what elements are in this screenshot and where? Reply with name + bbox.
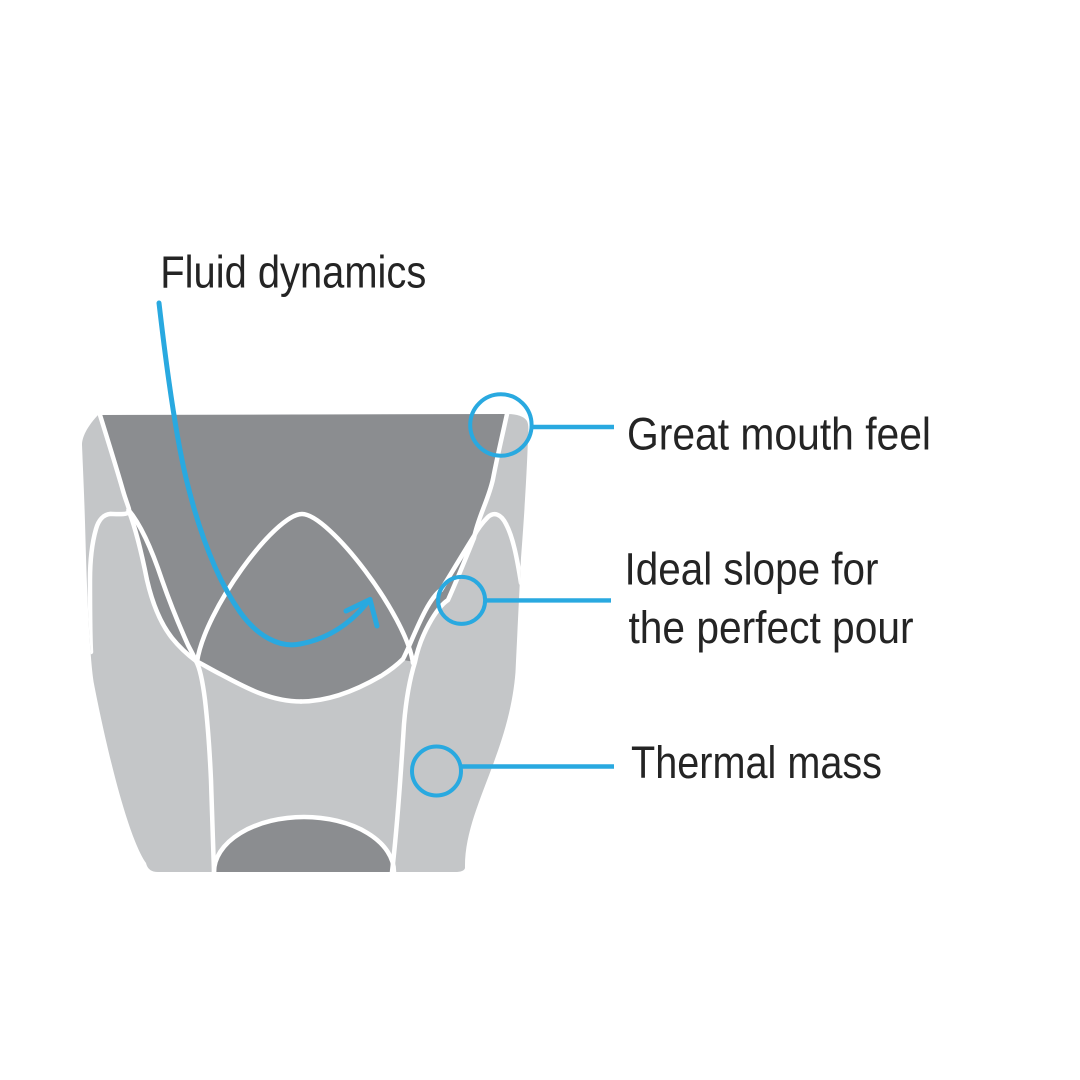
svg-text:the perfect pour: the perfect pour	[629, 602, 914, 653]
svg-text:Thermal mass: Thermal mass	[631, 737, 882, 788]
svg-text:Fluid dynamics: Fluid dynamics	[160, 247, 426, 298]
svg-text:Ideal slope for: Ideal slope for	[625, 544, 879, 595]
svg-text:Great mouth feel: Great mouth feel	[627, 409, 931, 460]
